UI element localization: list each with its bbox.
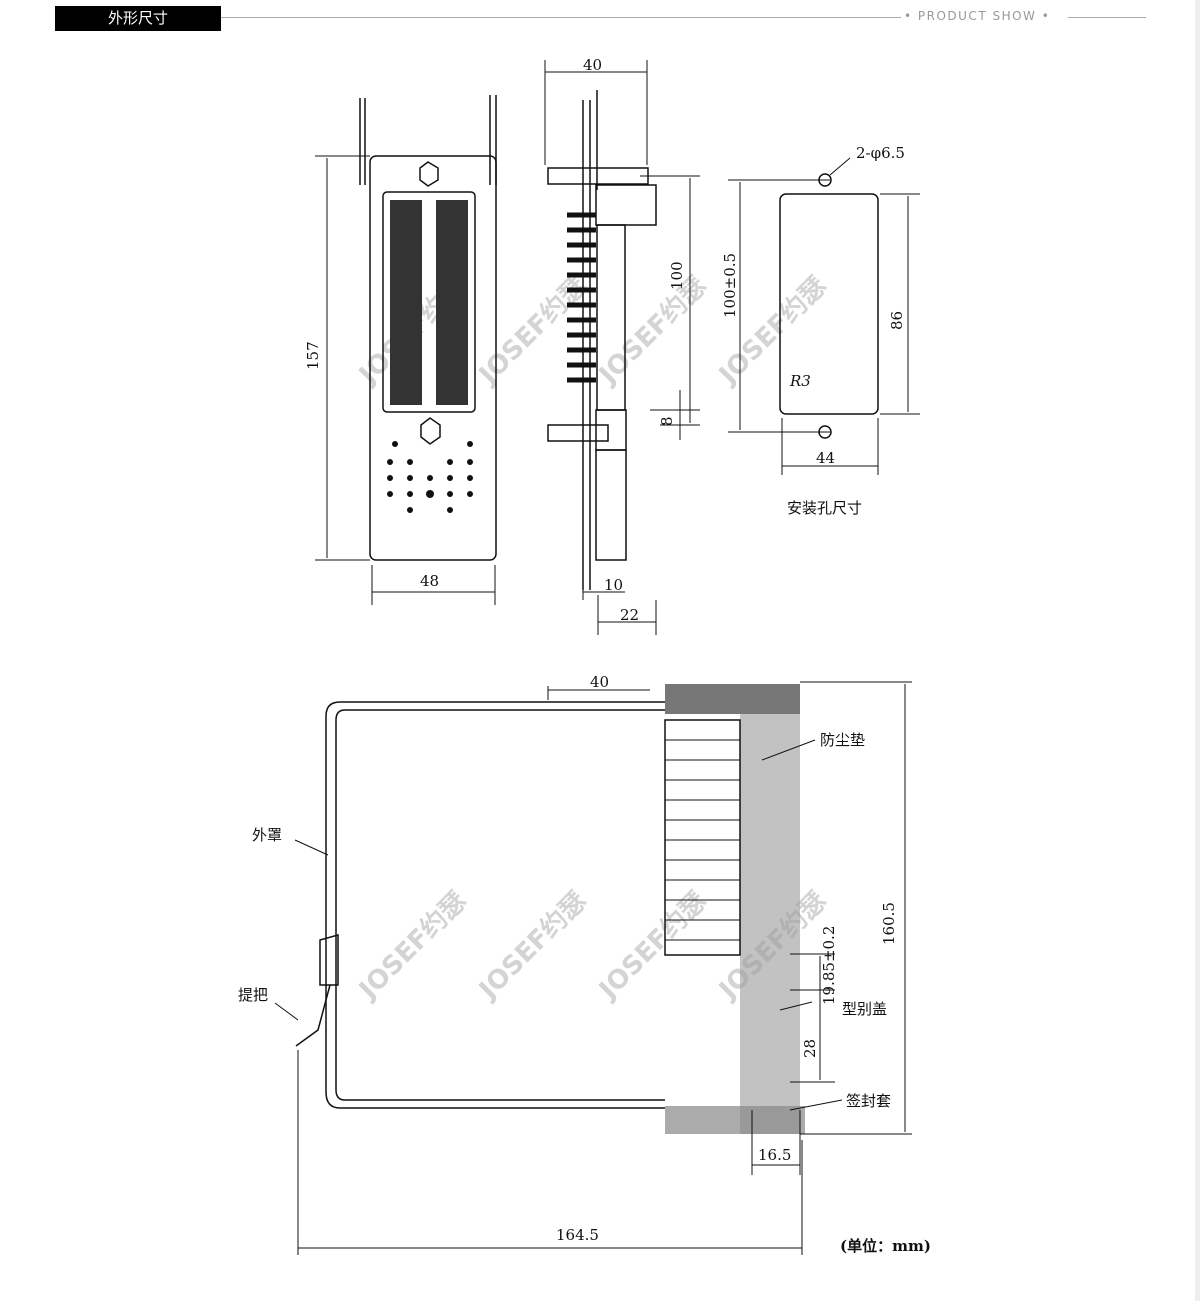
dim-19-85: 19.85±0.2 bbox=[820, 926, 838, 1005]
label-outer-cover: 外罩 bbox=[252, 826, 282, 844]
mounting-hole-diagram bbox=[728, 157, 920, 475]
watermark: JOSEF约瑟 bbox=[592, 270, 713, 391]
dim-r3: R3 bbox=[789, 372, 811, 390]
dim-86: 86 bbox=[888, 311, 906, 330]
dim-40-top: 40 bbox=[583, 56, 602, 74]
dim-160-5: 160.5 bbox=[880, 902, 898, 945]
section-view bbox=[274, 681, 912, 1255]
divider bbox=[221, 17, 901, 18]
dim-8: 8 bbox=[658, 416, 676, 426]
dim-hole-diameter: 2-φ6.5 bbox=[856, 144, 905, 162]
dim-22: 22 bbox=[620, 606, 639, 624]
divider bbox=[1068, 17, 1146, 18]
dim-16-5: 16.5 bbox=[758, 1146, 791, 1164]
side-view bbox=[544, 60, 700, 635]
label-seal-sleeve: 签封套 bbox=[846, 1092, 891, 1110]
label-dust-pad: 防尘垫 bbox=[820, 731, 865, 749]
unit-note: (单位：mm) bbox=[840, 1237, 931, 1255]
watermark: JOSEF约瑟 bbox=[592, 885, 713, 1006]
dim-10: 10 bbox=[604, 576, 623, 594]
product-show-tagline: • PRODUCT SHOW • bbox=[904, 9, 1051, 23]
watermark: JOSEF约瑟 bbox=[472, 885, 593, 1006]
mounting-caption: 安装孔尺寸 bbox=[787, 499, 862, 517]
watermark: JOSEF约瑟 bbox=[352, 885, 473, 1006]
dim-100: 100 bbox=[668, 261, 686, 290]
scrollbar[interactable] bbox=[1195, 0, 1200, 1301]
dim-40-section: 40 bbox=[590, 673, 609, 691]
label-handle: 提把 bbox=[238, 986, 268, 1004]
label-type-cover: 型别盖 bbox=[842, 1000, 887, 1018]
dim-hole-spacing: 100±0.5 bbox=[721, 253, 739, 318]
front-view bbox=[315, 95, 497, 605]
dim-164-5: 164.5 bbox=[556, 1226, 599, 1244]
dim-157: 157 bbox=[304, 341, 322, 370]
section-title: 外形尺寸 bbox=[55, 6, 221, 31]
dim-44: 44 bbox=[816, 449, 835, 467]
dim-48: 48 bbox=[420, 572, 439, 590]
dim-28: 28 bbox=[801, 1039, 819, 1058]
